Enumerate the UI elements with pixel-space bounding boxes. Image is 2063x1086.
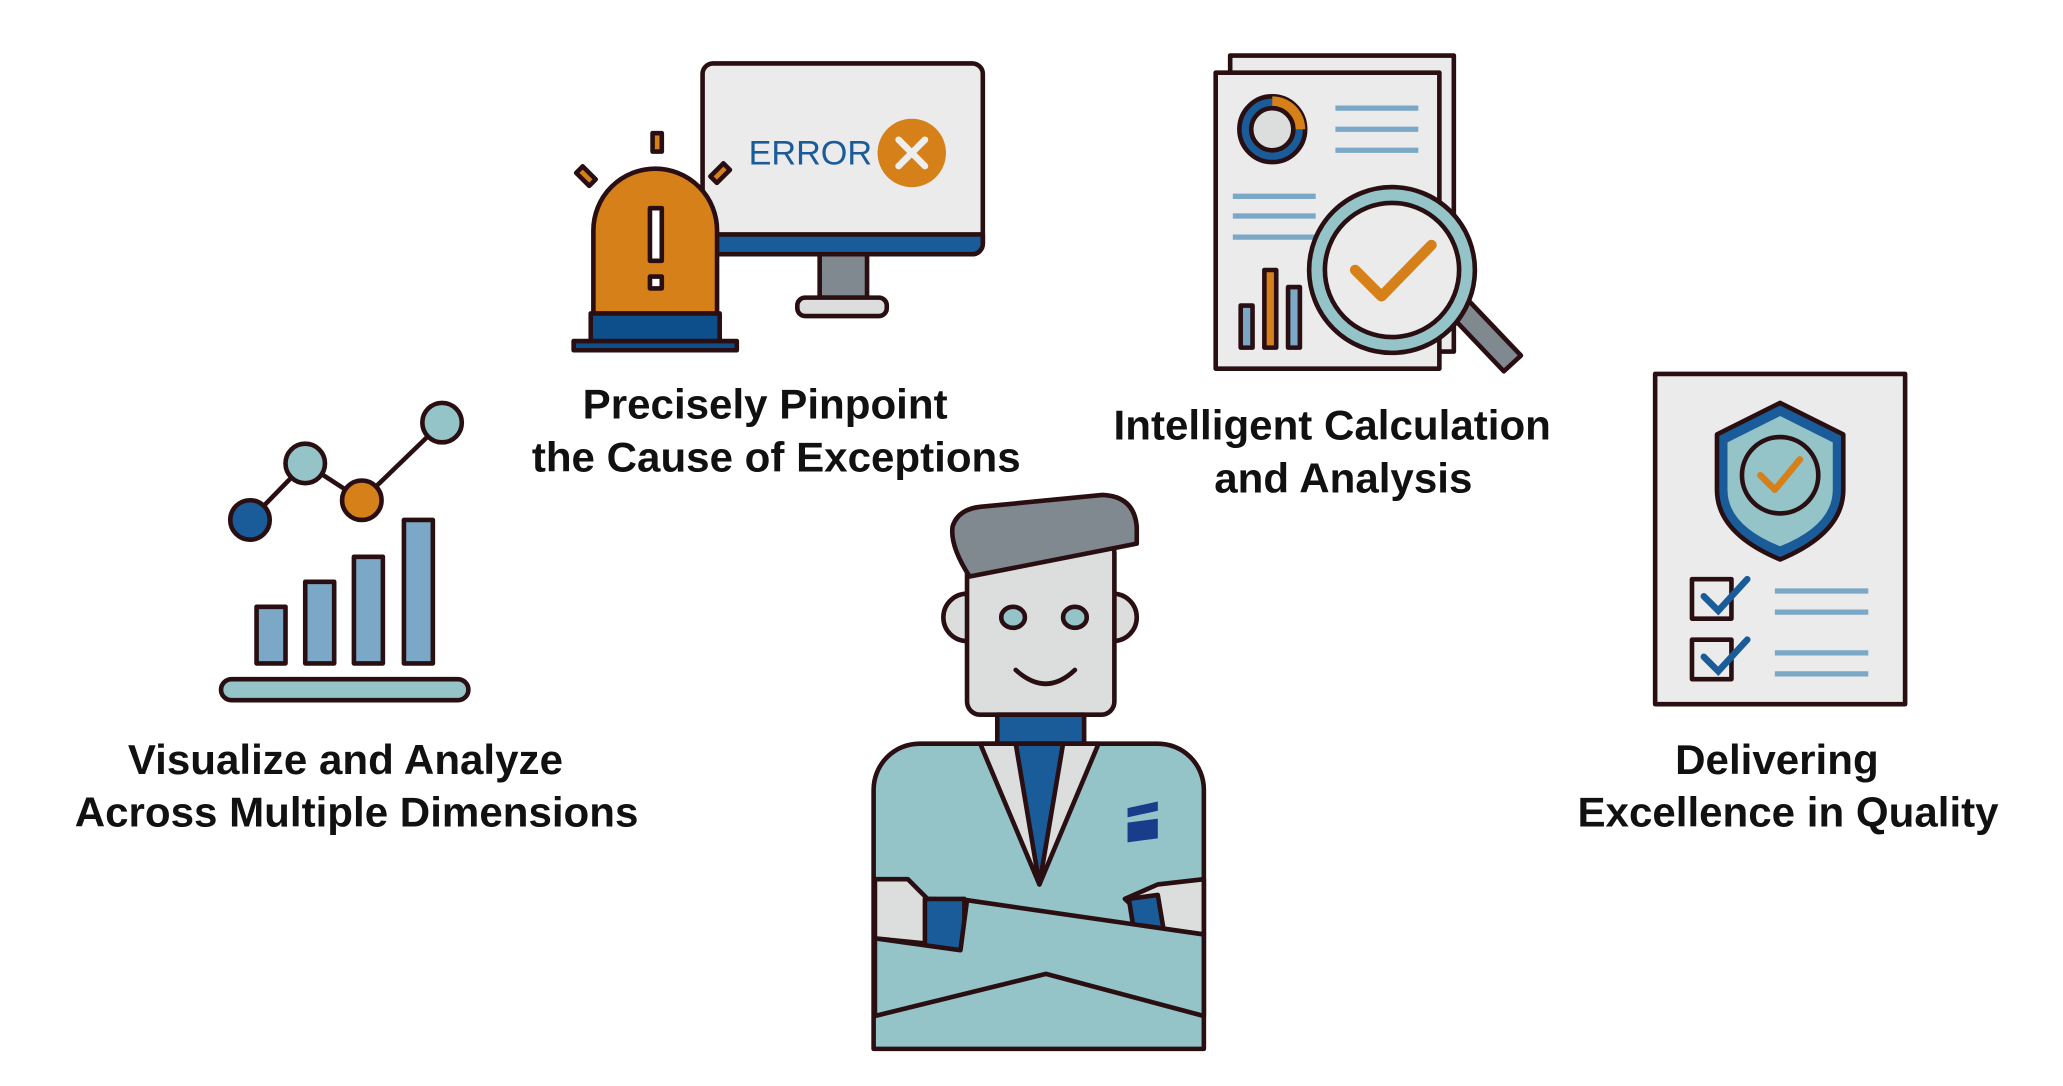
feature-label-visualize: Visualize and Analyze Across Multiple Di… <box>75 736 639 836</box>
report-magnifier-icon <box>1213 53 1524 374</box>
feature-label-quality: Delivering Excellence in Quality <box>1577 736 1999 836</box>
feature-label-calculation: Intelligent Calculation and Analysis <box>1114 402 1563 502</box>
error-text: ERROR <box>749 135 872 173</box>
feature-label-pinpoint: Precisely Pinpoint the Cause of Exceptio… <box>532 381 1021 481</box>
alarm-monitor-icon: ERROR <box>571 61 986 353</box>
person-illustration <box>871 492 1207 1052</box>
company-logo <box>1127 801 1158 843</box>
shield-checklist-icon <box>1652 371 1908 707</box>
chart-icon <box>218 400 471 703</box>
